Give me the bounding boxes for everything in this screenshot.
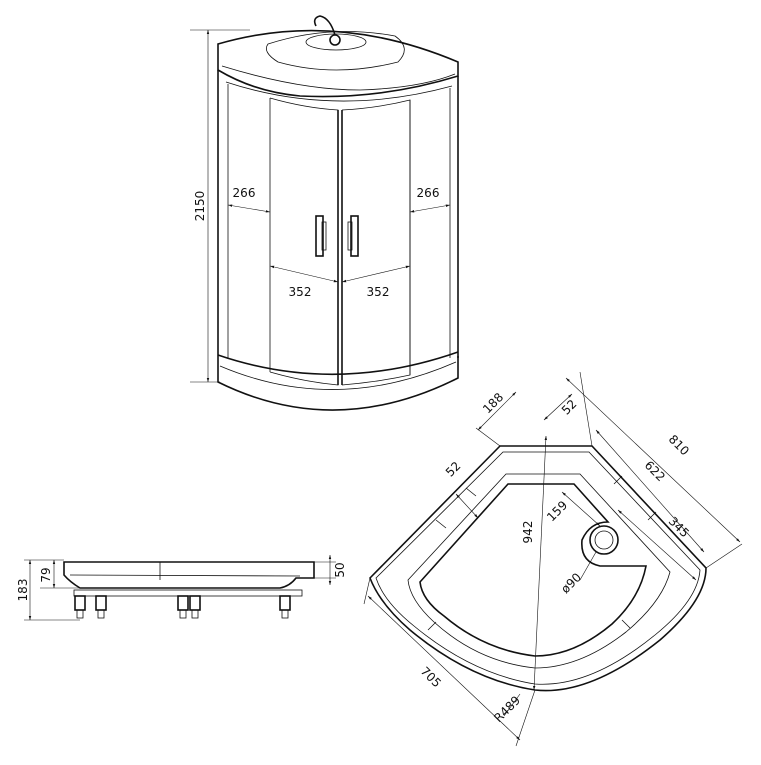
side-length-label: 810	[666, 432, 692, 458]
cabin-top-canopy	[217, 29, 459, 98]
side-lip-height-label: 50	[333, 562, 347, 577]
right-door-width-label: 352	[367, 285, 390, 299]
tray-basin	[419, 483, 647, 657]
tray-outer-outline	[369, 445, 707, 692]
side-total-height-label: 183	[16, 579, 30, 602]
right-door-handle	[347, 215, 359, 257]
inner-side-label: 622	[642, 458, 668, 484]
top-rim-label: 52	[559, 397, 580, 418]
shower-tray-base	[217, 356, 459, 411]
overhead-shower-head	[329, 34, 341, 46]
drain-offset-label: 345	[666, 514, 692, 540]
front-view: 2150 266 266 352 352	[190, 15, 459, 411]
front-width-label: 705	[418, 664, 444, 690]
side-tray-height-label: 79	[39, 567, 53, 582]
drain-distance-label: 159	[544, 498, 570, 524]
plan-view: 942 810 622 345 188 52 52 159 ø90 705	[363, 371, 743, 747]
left-door	[269, 97, 339, 386]
tray-side-profile	[63, 561, 315, 589]
tray-legs	[74, 595, 291, 619]
side-view: 183 79 50	[16, 555, 347, 621]
left-door-width-label: 352	[289, 285, 312, 299]
radius-label: R489	[491, 693, 523, 725]
right-panel-width-label: 266	[417, 186, 440, 200]
left-panel-width-label: 266	[233, 186, 256, 200]
left-door-handle	[315, 215, 327, 257]
front-height-label: 2150	[193, 191, 207, 222]
ceiling-recess	[265, 31, 405, 71]
diagonal-label: 942	[521, 521, 535, 544]
shower-hose	[313, 15, 336, 36]
left-rim-label: 52	[443, 459, 464, 480]
tray-support-frame	[73, 589, 303, 597]
drain-hole	[589, 525, 619, 555]
tray-rim-inner	[407, 473, 671, 669]
drain-diameter-label: ø90	[558, 570, 584, 596]
top-edge-label: 188	[480, 390, 506, 416]
